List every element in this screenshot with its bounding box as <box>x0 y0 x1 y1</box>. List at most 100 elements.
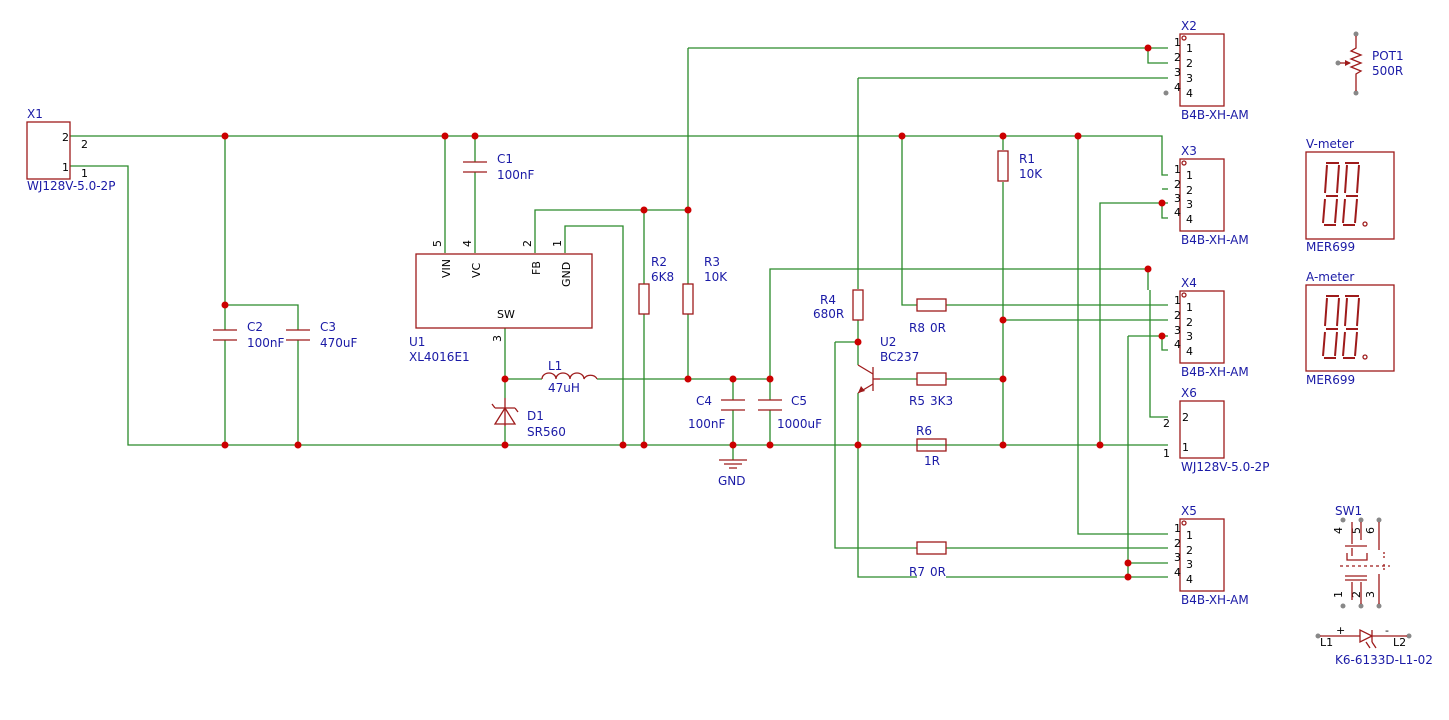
connector-x2[interactable]: X2 B4B-XH-AM 1 2 3 4 1 2 3 4 <box>1163 19 1249 122</box>
x5-pin-number: 4 <box>1186 573 1193 586</box>
x3-ref: X3 <box>1181 144 1197 158</box>
resistor-r7[interactable]: R7 0R <box>909 541 947 579</box>
capacitor-c5[interactable]: C5 1000uF <box>758 394 822 431</box>
display-a-meter[interactable]: A-meter MER699 <box>1305 270 1395 387</box>
junction <box>684 375 692 383</box>
x4-pin-left: 4 <box>1174 338 1181 351</box>
capacitor-c1[interactable]: C1 100nF <box>463 152 535 182</box>
r1-value: 10K <box>1019 167 1043 181</box>
u2-value: BC237 <box>880 350 919 364</box>
x1-value: WJ128V-5.0-2P <box>27 179 115 193</box>
switch-sw1[interactable]: SW1 4 5 6 1 2 3 <box>1332 504 1390 609</box>
resistor-r6[interactable]: R6 1R <box>916 424 947 468</box>
led-minus: - <box>1385 624 1389 637</box>
x1-pin-number: 1 <box>81 167 88 180</box>
x2-value: B4B-XH-AM <box>1181 108 1249 122</box>
connector-x1[interactable]: X1 WJ128V-5.0-2P 2 2 1 1 <box>26 107 115 193</box>
x3-pin-number: 3 <box>1186 198 1193 211</box>
x3-pin-number: 1 <box>1186 169 1193 182</box>
r5-ref: R5 <box>909 394 925 408</box>
resistor-r3[interactable]: R3 10K <box>682 255 728 315</box>
x5-pin-left: 4 <box>1174 566 1181 579</box>
junction <box>1074 132 1082 140</box>
x5-ref: X5 <box>1181 504 1197 518</box>
c2-ref: C2 <box>247 320 263 334</box>
pot1-ref: POT1 <box>1372 49 1404 63</box>
ic-u1[interactable]: U1 XL4016E1 VIN VC FB GND SW 5 4 2 1 3 <box>409 240 593 364</box>
junction <box>501 375 509 383</box>
x5-pin-number: 2 <box>1186 544 1193 557</box>
diode-d1[interactable]: D1 SR560 <box>491 398 566 439</box>
resistor-r8[interactable]: R8 0R <box>909 298 947 335</box>
junction <box>1158 199 1166 207</box>
junction <box>1124 573 1132 581</box>
transistor-u2[interactable]: U2 BC237 <box>857 335 919 394</box>
x1-pin-label: 2 <box>62 131 69 144</box>
u2-ref: U2 <box>880 335 896 349</box>
potentiometer-pot1[interactable]: POT1 500R <box>1335 31 1404 96</box>
sw1-pin-5: 5 <box>1350 527 1363 534</box>
led-indicator[interactable]: + - L1 L2 K6-6133D-L1-02 <box>1315 624 1433 667</box>
junction <box>766 441 774 449</box>
u1-pin-name-vin: VIN <box>440 259 453 278</box>
c5-value: 1000uF <box>777 417 822 431</box>
r5-value: 3K3 <box>930 394 953 408</box>
x6-pin-number: 1 <box>1182 441 1189 454</box>
u1-pin-num-1: 1 <box>551 240 564 247</box>
junction <box>221 132 229 140</box>
junction <box>999 375 1007 383</box>
led-pin-l1: L1 <box>1320 636 1333 649</box>
c2-value: 100nF <box>247 336 285 350</box>
led-plus: + <box>1336 624 1345 637</box>
junction <box>501 441 509 449</box>
junction <box>898 132 906 140</box>
junction <box>999 132 1007 140</box>
x5-pin-left: 2 <box>1174 537 1181 550</box>
vmeter-value: MER699 <box>1306 240 1355 254</box>
x6-value: WJ128V-5.0-2P <box>1181 460 1269 474</box>
connector-x5[interactable]: X5 B4B-XH-AM 1 2 3 4 1 2 3 4 <box>1174 504 1249 607</box>
x2-pin-number: 3 <box>1186 72 1193 85</box>
connector-x6[interactable]: X6 WJ128V-5.0-2P 2 2 1 1 <box>1163 386 1269 474</box>
junction <box>854 441 862 449</box>
pot1-value: 500R <box>1372 64 1403 78</box>
inductor-l1[interactable]: L1 47uH <box>541 359 598 395</box>
resistor-r5[interactable]: R5 3K3 <box>909 372 953 408</box>
junction <box>221 301 229 309</box>
junction <box>854 338 862 346</box>
d1-ref: D1 <box>527 409 544 423</box>
c5-ref: C5 <box>791 394 807 408</box>
junction <box>1096 441 1104 449</box>
r4-value: 680R <box>813 307 844 321</box>
junction <box>221 441 229 449</box>
r8-value: 0R <box>930 321 946 335</box>
x2-pin-number: 1 <box>1186 42 1193 55</box>
junction <box>729 441 737 449</box>
capacitor-c3[interactable]: C3 470uF <box>286 320 358 350</box>
x3-pin-number: 2 <box>1186 184 1193 197</box>
d1-value: SR560 <box>527 425 566 439</box>
c4-ref: C4 <box>696 394 712 408</box>
capacitor-c4[interactable]: C4 100nF <box>688 394 745 431</box>
x6-pin-number: 2 <box>1182 411 1189 424</box>
display-v-meter[interactable]: V-meter MER699 <box>1305 137 1395 254</box>
connector-x3[interactable]: X3 B4B-XH-AM 1 2 3 4 1 2 3 4 <box>1174 144 1249 247</box>
junctions <box>221 44 1166 581</box>
c3-value: 470uF <box>320 336 358 350</box>
led-pin-l2: L2 <box>1393 636 1406 649</box>
resistor-r4[interactable]: R4 680R <box>813 289 864 321</box>
connector-x4[interactable]: X4 B4B-XH-AM 1 2 3 4 1 2 3 4 <box>1174 276 1249 379</box>
capacitor-c2[interactable]: C2 100nF <box>213 320 285 350</box>
r6-value: 1R <box>924 454 940 468</box>
resistor-r1[interactable]: R1 10K <box>997 150 1043 182</box>
junction <box>1124 559 1132 567</box>
x5-value: B4B-XH-AM <box>1181 593 1249 607</box>
x5-pin-left: 1 <box>1174 522 1181 535</box>
x6-pin-label: 2 <box>1163 417 1170 430</box>
resistor-r2[interactable]: R2 6K8 <box>638 255 674 315</box>
x4-pin-number: 4 <box>1186 345 1193 358</box>
l1-ref: L1 <box>548 359 562 373</box>
u1-pin-name-fb: FB <box>530 261 543 275</box>
wires <box>70 47 1168 578</box>
x2-pin-left: 4 <box>1174 81 1181 94</box>
